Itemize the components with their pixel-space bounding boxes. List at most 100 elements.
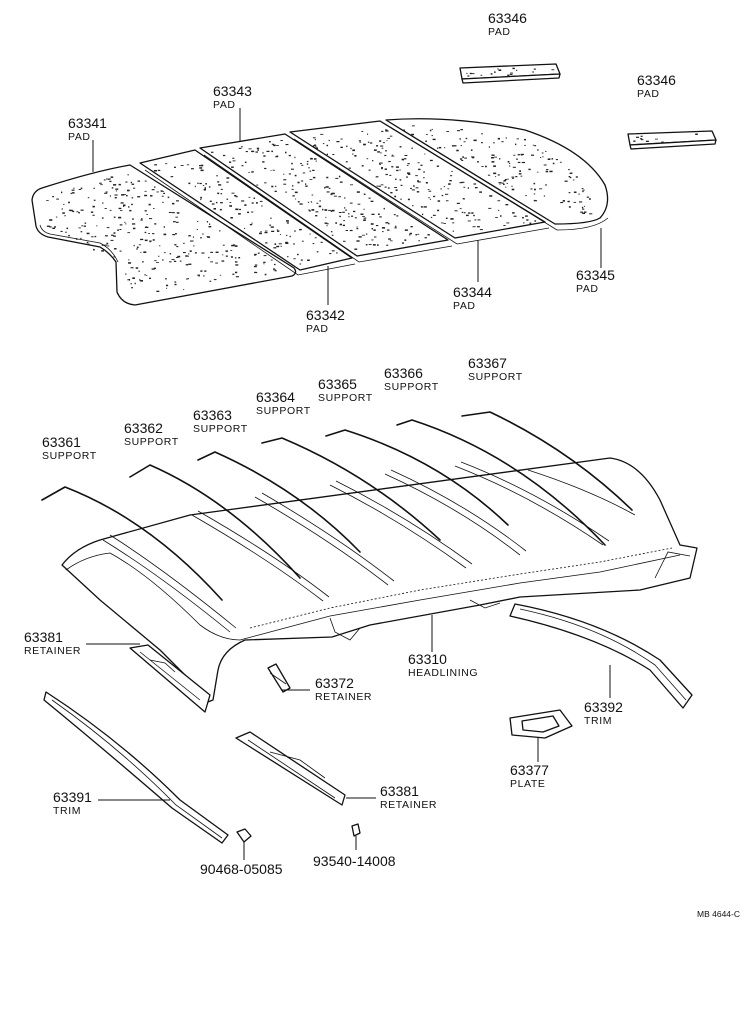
pad-texture-speck [154, 260, 157, 262]
pad-texture-speck [211, 151, 214, 153]
screw-93540 [351, 823, 361, 850]
pad-texture-speck [215, 201, 218, 204]
pad-texture-speck [308, 209, 310, 211]
pad-texture-speck [493, 156, 497, 158]
pad-texture-speck [153, 170, 157, 172]
pad-texture-speck [76, 238, 78, 240]
pad-texture-speck [418, 240, 420, 242]
pad-texture-speck [374, 236, 377, 238]
pad-texture-speck [148, 233, 151, 234]
pad-texture-speck [586, 196, 590, 198]
pad-texture-speck [559, 161, 562, 163]
pad-texture-speck [343, 240, 346, 242]
pad-texture-speck [431, 128, 433, 130]
pad-texture-speck [560, 202, 564, 204]
pad-texture-speck [102, 202, 104, 204]
pad-texture-speck [343, 220, 345, 222]
pad-texture-speck [381, 227, 386, 229]
pad-texture-speck [431, 135, 433, 137]
pad-texture-speck [144, 239, 148, 242]
pad-texture-speck [417, 181, 421, 183]
pad-texture-speck [372, 244, 376, 246]
pad-texture-speck [568, 206, 571, 208]
pad-texture-speck [312, 137, 316, 139]
pad-texture-speck [183, 252, 186, 254]
pad-texture-speck [72, 192, 75, 194]
pad-texture-speck [127, 174, 129, 176]
pad-texture-speck [254, 264, 258, 266]
part-number: 63367 [468, 355, 507, 371]
pad-texture-speck [356, 228, 359, 230]
pad-texture-speck [540, 157, 542, 158]
pad-texture-speck [113, 232, 116, 234]
pad-texture-speck [244, 161, 247, 163]
pad-63342 [139, 149, 356, 276]
part-name: PAD [68, 131, 91, 143]
pad-texture-speck [470, 149, 473, 151]
pad-texture-speck [331, 209, 335, 212]
pad-texture-speck [582, 212, 585, 214]
part-number: 93540-14008 [313, 853, 396, 869]
pad-texture-speck [46, 225, 50, 227]
pad-texture-speck [430, 216, 433, 218]
pad-texture-speck [404, 158, 407, 160]
pad-texture-speck [360, 213, 364, 215]
leader-lines [86, 108, 611, 860]
pad-texture-speck [251, 150, 255, 153]
pad-texture-speck [384, 154, 387, 156]
pad-texture-speck [582, 189, 585, 191]
pad-texture-speck [78, 212, 80, 214]
pad-texture-speck [125, 181, 128, 183]
pad-texture-speck [309, 170, 312, 172]
pad-texture-speck [399, 169, 401, 171]
pad-texture-speck [259, 232, 262, 235]
pad-texture-speck [417, 162, 420, 164]
pad-texture-speck [312, 243, 315, 245]
pad-texture-speck [358, 236, 362, 238]
pad-texture-speck [428, 197, 430, 199]
pad-texture-speck [459, 182, 463, 184]
pad-texture-speck [244, 227, 246, 229]
pad-texture-speck [329, 253, 332, 255]
pad-texture-speck [144, 194, 148, 197]
pad-texture-speck [64, 215, 66, 217]
pad-texture-speck [251, 202, 254, 204]
pad-texture-speck [432, 138, 436, 141]
pad-texture-speck [128, 262, 131, 264]
pad-texture-speck [479, 191, 482, 193]
pad-texture-speck [235, 196, 238, 198]
pad-texture-speck [485, 165, 487, 168]
pad-texture-speck [287, 256, 289, 258]
pad-texture-speck [100, 184, 103, 186]
part-number: 63391 [53, 789, 92, 805]
pad-texture-speck [145, 226, 147, 228]
pad-texture-speck [545, 184, 547, 186]
pad-texture-speck [52, 227, 55, 229]
pad-texture-speck [174, 283, 177, 286]
pad-texture-speck [376, 185, 379, 187]
pad-texture-speck [172, 202, 175, 205]
pad-texture-speck [407, 174, 411, 175]
pad-texture-speck [474, 219, 477, 221]
pad-texture-speck [149, 218, 153, 220]
pad-texture-speck [506, 182, 508, 184]
pad-texture-speck [76, 211, 79, 213]
pad-texture-speck [381, 130, 384, 132]
pad-texture-speck [378, 185, 381, 187]
retainer-63381-upper [129, 644, 211, 713]
pad-texture-speck [174, 281, 177, 283]
pad-texture-speck [241, 146, 243, 148]
pad-texture-speck [257, 149, 259, 151]
pad-texture-speck [578, 193, 580, 195]
pad-texture-speck [285, 241, 288, 243]
pad-texture-speck [260, 231, 262, 233]
pad-texture-speck [127, 232, 131, 234]
pad-texture-speck [117, 229, 119, 231]
pad-texture-speck [123, 194, 127, 195]
callout-63366: 63366 SUPPORT [384, 365, 438, 393]
pad-texture-speck [504, 179, 507, 181]
pad-texture-speck [440, 188, 442, 190]
pad-texture-speck [118, 183, 121, 186]
pad-texture-speck [247, 211, 249, 214]
callout-63391: 63391 TRIM [53, 789, 92, 817]
